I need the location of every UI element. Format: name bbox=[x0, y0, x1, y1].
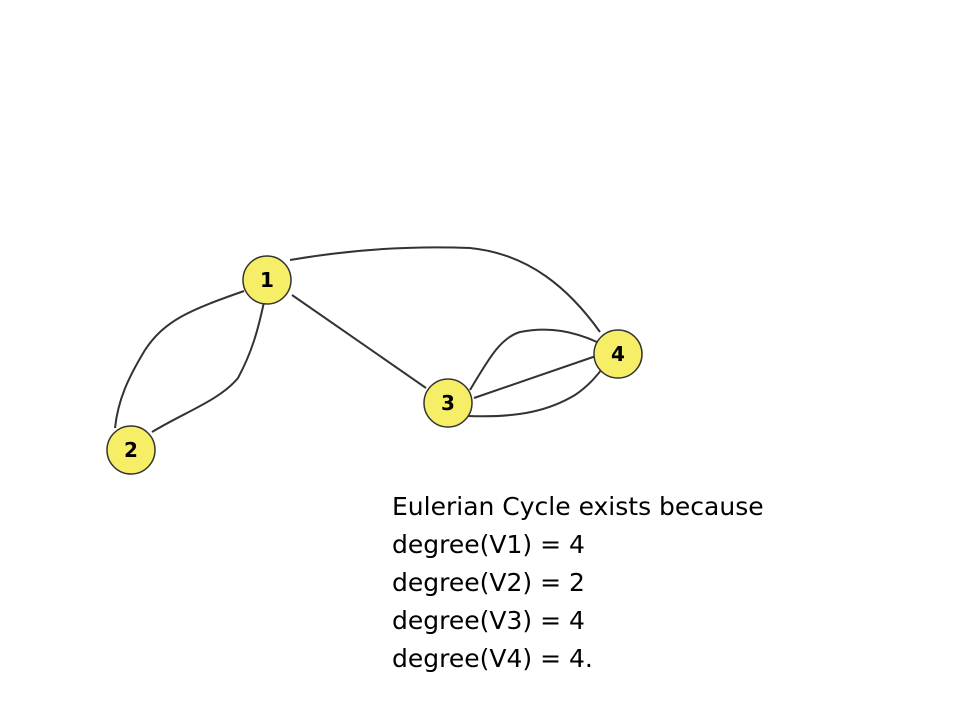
edge-1-3 bbox=[291, 294, 427, 389]
degree-v4-line: degree(V4) = 4. bbox=[392, 644, 593, 673]
node-3: 3 bbox=[423, 378, 473, 428]
node-3-circle bbox=[423, 378, 473, 428]
node-2-label: 2 bbox=[124, 438, 138, 462]
node-2: 2 bbox=[106, 425, 156, 475]
edge-3-4-middle bbox=[473, 355, 597, 399]
edge-1-2-inner bbox=[151, 301, 265, 433]
edge-1-4 bbox=[289, 246, 601, 333]
degree-v1-line: degree(V1) = 4 bbox=[392, 530, 585, 559]
node-4: 4 bbox=[593, 329, 643, 379]
edge-1-2-outer bbox=[114, 290, 245, 429]
graph-nodes: 1 2 3 4 bbox=[106, 255, 643, 475]
node-1: 1 bbox=[242, 255, 292, 305]
node-1-label: 1 bbox=[260, 268, 274, 292]
explanation-heading: Eulerian Cycle exists because bbox=[392, 492, 764, 521]
degree-v3-line: degree(V3) = 4 bbox=[392, 606, 585, 635]
node-2-circle bbox=[106, 425, 156, 475]
edge-3-4-upper bbox=[469, 328, 598, 391]
graph-edges bbox=[114, 246, 605, 433]
node-4-label: 4 bbox=[611, 342, 625, 366]
node-3-label: 3 bbox=[441, 391, 455, 415]
node-4-circle bbox=[593, 329, 643, 379]
degree-v2-line: degree(V2) = 2 bbox=[392, 568, 585, 597]
node-1-circle bbox=[242, 255, 292, 305]
explanation-text: Eulerian Cycle exists because degree(V1)… bbox=[392, 488, 764, 678]
edge-3-4-lower bbox=[467, 365, 605, 418]
